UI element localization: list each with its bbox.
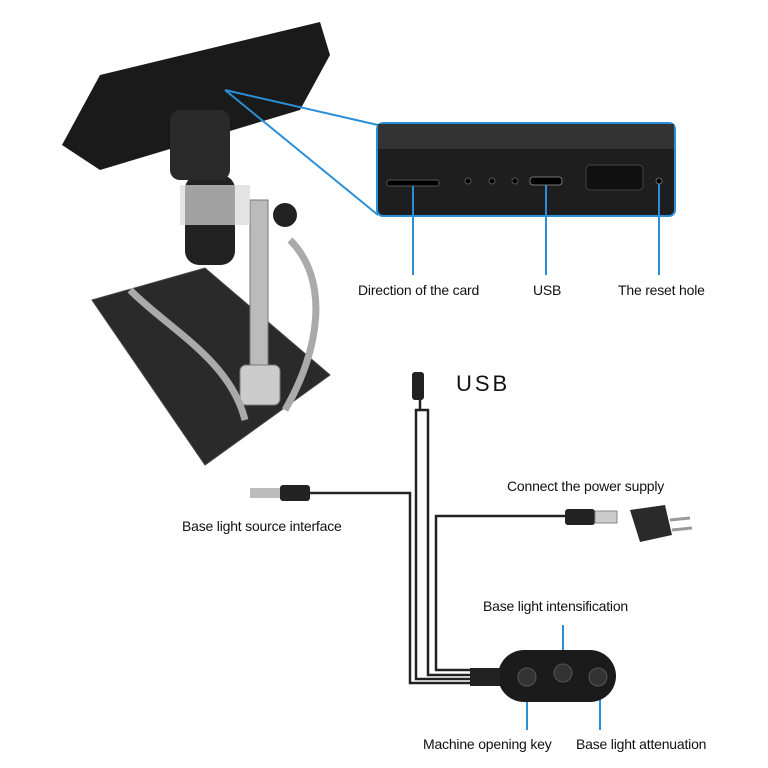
screen-mount: [170, 110, 230, 180]
label-usb-plug: USB: [456, 371, 511, 396]
label-card-direction: Direction of the card: [358, 282, 480, 298]
reset-hole: [655, 177, 663, 185]
label-opening-key: Machine opening key: [423, 736, 552, 752]
power-adapter: [630, 505, 672, 542]
dc-plug: [250, 488, 280, 498]
label-light-intensification: Base light intensification: [483, 598, 628, 614]
stand-clamp: [239, 364, 281, 406]
power-button: [585, 164, 644, 191]
usb-a-plug: [565, 509, 595, 525]
focus-knob: [273, 203, 297, 227]
label-power-supply: Connect the power supply: [507, 478, 665, 494]
light-up-button: [553, 663, 573, 683]
gooseneck-light-left: [127, 287, 249, 421]
stand-pillar: [249, 199, 269, 381]
label-base-light-interface: Base light source interface: [182, 518, 342, 534]
callout-pointer: [224, 89, 379, 126]
label-light-attenuation: Base light attenuation: [576, 736, 707, 752]
card-slot: [386, 179, 440, 187]
gooseneck-light-right: [281, 237, 320, 412]
label-usb-port: USB: [533, 282, 562, 298]
light-down-button: [588, 667, 608, 687]
machine-opening-key: [517, 667, 537, 687]
lcd-screen: [62, 22, 330, 170]
label-reset-hole: The reset hole: [618, 282, 705, 298]
audio-plug: [412, 372, 424, 400]
usb-port: [529, 176, 563, 186]
